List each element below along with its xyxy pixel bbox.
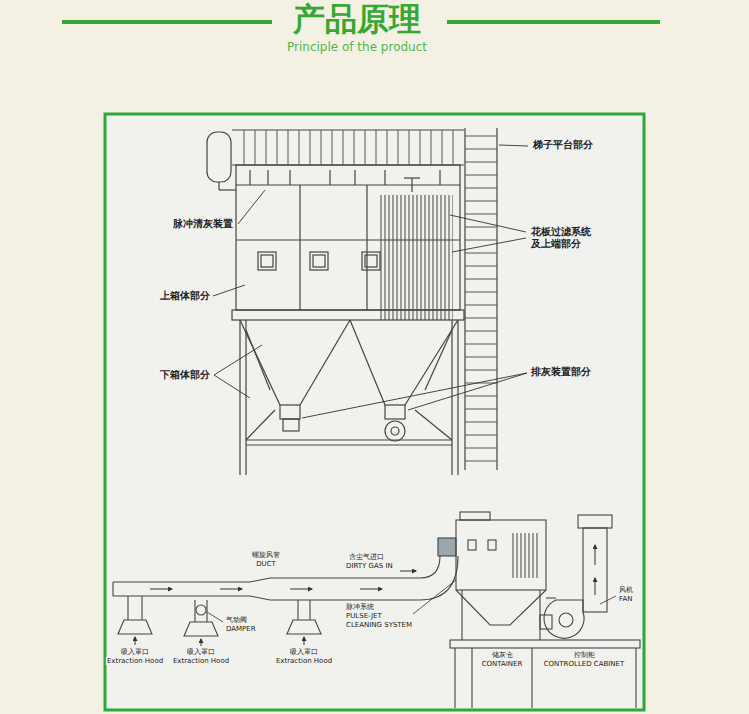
fan-label: FAN bbox=[618, 595, 633, 603]
hood-label: 吸入罩口 bbox=[186, 648, 216, 656]
duct-label: 螺旋风管 bbox=[251, 551, 281, 559]
hood-label: Extraction Hood bbox=[106, 657, 164, 665]
frame bbox=[105, 114, 644, 710]
container-label: 储灰仓 bbox=[491, 651, 514, 659]
hood-label: 吸入罩口 bbox=[289, 648, 319, 656]
pulse-label: CLEANING SYSTEM bbox=[345, 621, 413, 629]
part-label: 梯子平台部分 bbox=[532, 139, 594, 151]
pulse-label: PULSE-JET bbox=[345, 612, 383, 620]
container-label: CONTAINER bbox=[481, 660, 524, 668]
damper-label: 气动阀 bbox=[225, 616, 248, 624]
fan-label: 风机 bbox=[618, 586, 634, 594]
cabinet-label: CONTROLLED CABINET bbox=[543, 660, 626, 668]
damper-label: DAMPER bbox=[225, 625, 257, 633]
part-label: 脉冲清灰装置 bbox=[172, 218, 234, 230]
hood-label: 吸入罩口 bbox=[120, 648, 150, 656]
inlet-label: DIRTY GAS IN bbox=[345, 562, 394, 570]
part-label: 下箱体部分 bbox=[159, 369, 211, 381]
flow-arrow bbox=[135, 545, 595, 646]
part-label: 上箱体部分 bbox=[159, 290, 211, 302]
part-label: 排灰装置部分 bbox=[530, 366, 592, 378]
collector-drawing bbox=[207, 128, 497, 475]
leader-line bbox=[207, 580, 616, 622]
page-title: 产品原理 bbox=[293, 0, 421, 38]
leader-line bbox=[213, 145, 528, 418]
hood-label: Extraction Hood bbox=[172, 657, 230, 665]
pulse-label: 脉冲系统 bbox=[345, 603, 375, 611]
duct-label: DUCT bbox=[255, 560, 277, 568]
hood-label: Extraction Hood bbox=[275, 657, 333, 665]
inlet-label: 含尘气进口 bbox=[348, 553, 385, 561]
part-label: 花板过滤系统 及上端部分 bbox=[530, 226, 595, 249]
duct-system-drawing bbox=[113, 512, 640, 708]
cabinet-label: 控制柜 bbox=[573, 651, 596, 659]
subtitle: Principle of the product bbox=[286, 41, 428, 55]
